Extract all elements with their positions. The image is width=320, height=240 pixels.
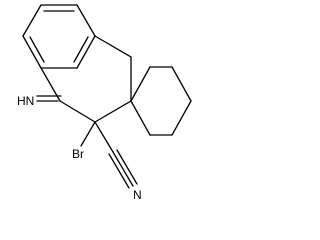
benzene-ring <box>22 4 96 69</box>
bromine-bond <box>80 121 96 147</box>
bromine-label: Br <box>72 147 84 161</box>
imine-double-bond <box>36 95 62 102</box>
fused-ring <box>40 35 132 123</box>
cyclohexane-ring <box>130 66 192 136</box>
molecule-diagram: HN Br N <box>17 4 192 202</box>
nitrile-n-label: N <box>133 188 142 202</box>
imine-label: HN <box>17 94 34 108</box>
nitrile-group <box>94 121 138 189</box>
